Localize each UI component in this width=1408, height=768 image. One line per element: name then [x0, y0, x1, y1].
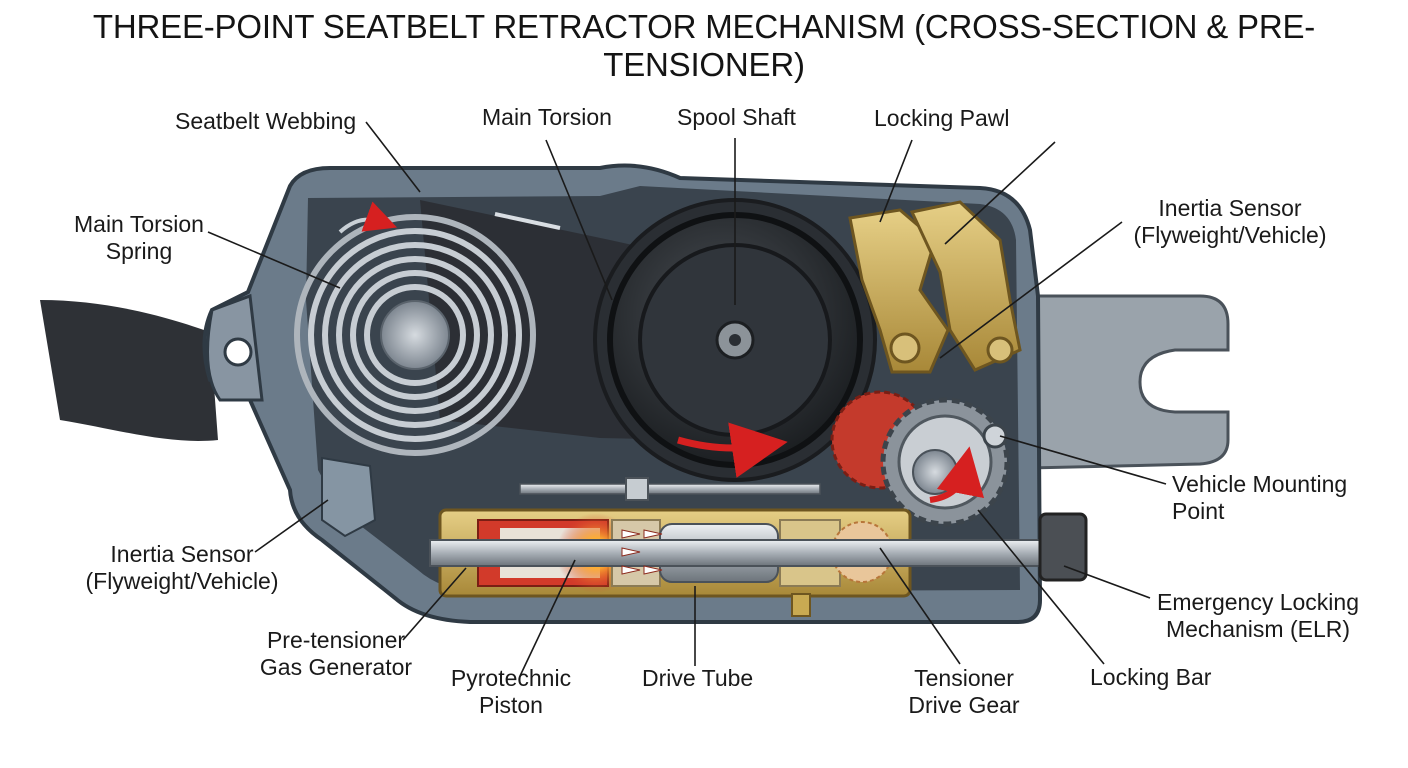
label-inertia-sensor-right-line2: (Flyweight/Vehicle) — [1133, 222, 1327, 248]
label-tensioner-drive-gear: Tensioner Drive Gear — [900, 665, 1028, 719]
label-drive-tube-text: Drive Tube — [642, 665, 754, 691]
webbing-strap — [40, 300, 218, 441]
label-tensioner-drive-gear-line2: Drive Gear — [908, 692, 1020, 718]
tensioner-gears — [830, 390, 1010, 527]
drive-shaft — [429, 539, 1051, 567]
torsion-spring — [294, 214, 536, 456]
label-main-torsion-text: Main Torsion — [482, 104, 612, 130]
label-tensioner-drive-gear-line1: Tensioner — [914, 665, 1014, 691]
label-vehicle-mounting-point-line2: Point — [1172, 498, 1225, 524]
label-spool-shaft: Spool Shaft — [677, 104, 796, 131]
label-vehicle-mounting-point: Vehicle Mounting Point — [1172, 471, 1347, 525]
label-inertia-sensor-left-line1: Inertia Sensor — [110, 541, 254, 567]
locking-pawl-assembly — [848, 200, 1022, 374]
label-main-torsion-spring: Main Torsion Spring — [72, 211, 206, 265]
label-vehicle-mounting-point-line1: Vehicle Mounting — [1172, 471, 1348, 497]
spool-assembly — [593, 198, 877, 482]
label-locking-pawl: Locking Pawl — [874, 105, 1010, 132]
label-pretensioner-gas-generator: Pre-tensioner Gas Generator — [256, 627, 416, 681]
label-inertia-sensor-left-line2: (Flyweight/Vehicle) — [85, 568, 279, 594]
label-elr-line2: Mechanism (ELR) — [1165, 616, 1351, 642]
label-spool-shaft-text: Spool Shaft — [677, 104, 796, 130]
label-main-torsion-spring-line1: Main Torsion — [74, 211, 204, 237]
label-seatbelt-webbing: Seatbelt Webbing — [175, 108, 356, 135]
diagram-title: THREE-POINT SEATBELT RETRACTOR MECHANISM… — [92, 8, 1316, 83]
label-gas-generator-line2: Gas Generator — [259, 654, 413, 680]
locking-rod — [519, 483, 821, 495]
label-main-torsion-spring-line2: Spring — [105, 238, 173, 264]
label-pyrotechnic-piston: Pyrotechnic Piston — [446, 665, 576, 719]
label-emergency-locking-mechanism: Emergency Locking Mechanism (ELR) — [1152, 589, 1364, 643]
label-gas-generator-line1: Pre-tensioner — [266, 627, 406, 653]
label-pyrotechnic-piston-line1: Pyrotechnic — [450, 665, 572, 691]
label-pyrotechnic-piston-line2: Piston — [479, 692, 543, 718]
label-locking-bar-text: Locking Bar — [1090, 664, 1212, 690]
label-main-torsion: Main Torsion — [482, 104, 612, 131]
locking-bar-end — [1038, 512, 1088, 582]
leader-lines — [207, 121, 1167, 677]
label-locking-bar: Locking Bar — [1090, 664, 1211, 691]
label-locking-pawl-text: Locking Pawl — [874, 105, 1010, 131]
label-drive-tube: Drive Tube — [642, 665, 753, 692]
label-elr-line1: Emergency Locking — [1157, 589, 1359, 615]
label-inertia-sensor-right-line1: Inertia Sensor — [1158, 195, 1302, 221]
inertia-sensor-pocket — [321, 456, 377, 538]
label-seatbelt-webbing-text: Seatbelt Webbing — [175, 108, 357, 134]
mounting-bracket — [1028, 294, 1230, 470]
label-inertia-sensor-left: Inertia Sensor (Flyweight/Vehicle) — [76, 541, 288, 595]
label-inertia-sensor-right: Inertia Sensor (Flyweight/Vehicle) — [1124, 195, 1336, 249]
